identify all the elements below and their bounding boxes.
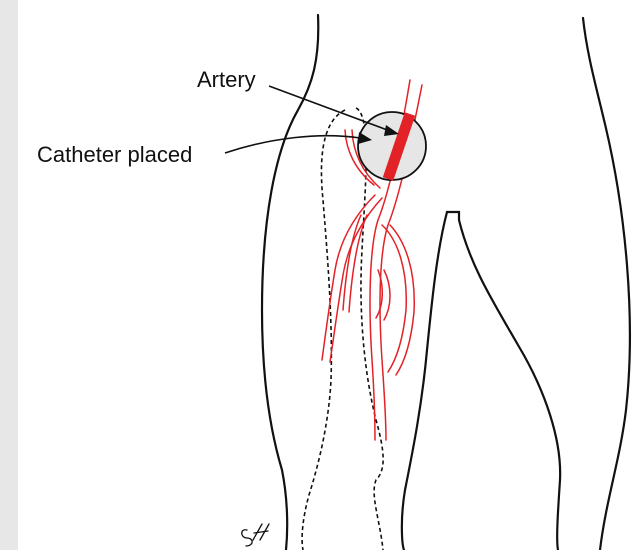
right-leg-outer-outline [583,18,630,550]
catheter-leader-line [225,136,360,153]
branch-artery-descending-left [382,225,406,372]
dashed-muscle-outline-left [302,110,345,550]
artery-label: Artery [197,69,256,91]
profunda-artery-left [322,195,375,360]
upper-branch-artery-right [349,215,367,312]
left-leg-outer-outline [262,15,318,550]
branch-artery-descending-right [390,225,414,375]
right-inner-thigh-outline [459,220,560,550]
profunda-artery-right [330,198,382,362]
artist-initials-signature [242,524,269,546]
crotch-notch [447,212,459,220]
inner-thigh-outline [402,212,447,550]
artery-leader-line [269,86,390,131]
catheter-placed-label: Catheter placed [37,144,192,166]
branch-artery-short-right [384,270,390,320]
